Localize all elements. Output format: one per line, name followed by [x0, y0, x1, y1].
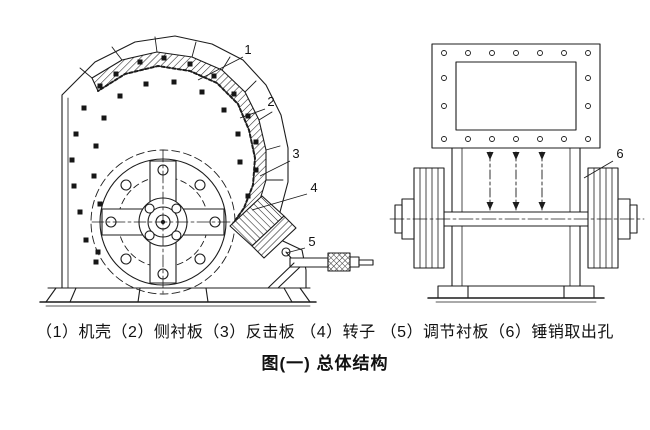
left-pulley: [394, 167, 445, 269]
rotor: [90, 149, 236, 295]
adjusting-rod: [267, 247, 374, 289]
callout-5: 5: [308, 234, 315, 249]
feed-housing: [431, 43, 601, 149]
callout-1: 1: [244, 42, 251, 57]
callout-3: 3: [292, 146, 299, 161]
pin-hole-centerlines: [486, 151, 546, 211]
callout-2: 2: [267, 94, 274, 109]
callout-leaders: [197, 56, 614, 254]
machine-base: [39, 287, 317, 307]
parts-legend: （1）机壳（2）侧衬板（3）反击板 （4）转子 （5）调节衬板（6）锤销取出孔: [36, 324, 614, 341]
left-view-sectional: [39, 35, 374, 307]
callout-6: 6: [616, 146, 623, 161]
adjusting-liner: [251, 215, 297, 259]
right-view-front: [389, 43, 645, 303]
right-pulley: [587, 167, 638, 269]
bolt-squares: [69, 55, 259, 265]
callout-numbers: 1 2 3 4 5 6: [244, 42, 623, 249]
machine-casing-outline: [61, 35, 307, 289]
figure-title: 图(一) 总体结构: [261, 354, 389, 373]
liner-serration: [97, 65, 256, 226]
lower-frame: [427, 225, 605, 303]
callout-4: 4: [310, 180, 317, 195]
crusher-body-front: [451, 147, 581, 213]
